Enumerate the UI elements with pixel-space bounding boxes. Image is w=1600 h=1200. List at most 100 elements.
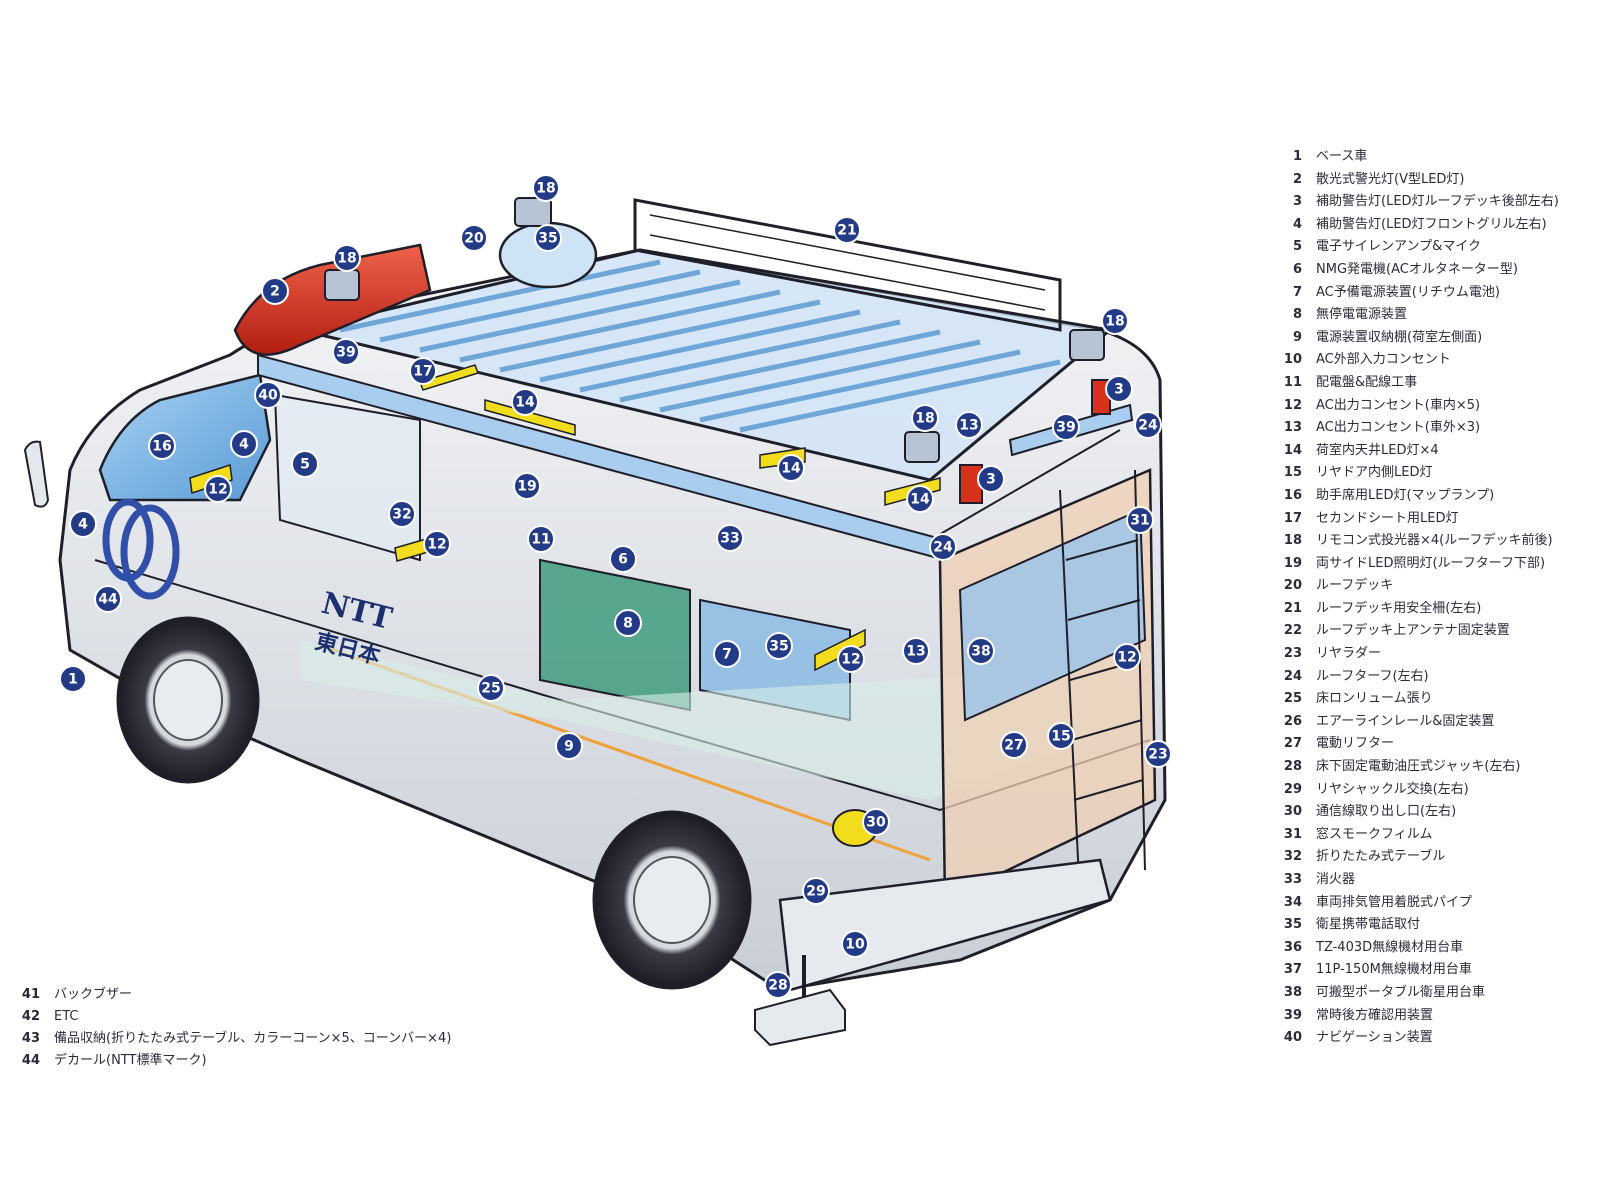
legend-item-label: 散光式警光灯(V型LED灯) [1316, 171, 1465, 187]
callout-number: 27 [1004, 738, 1023, 754]
callout-circle [1052, 413, 1080, 441]
callout-marker: 39 [332, 338, 360, 366]
front-wheel [116, 616, 260, 784]
legend-item-label: ルーフデッキ [1316, 578, 1394, 594]
callout-circle [862, 808, 890, 836]
callout-number: 13 [906, 644, 925, 660]
callout-circle [69, 510, 97, 538]
legend-item-label: 配電盤&配線工事 [1316, 374, 1418, 390]
callout-number: 39 [336, 345, 355, 361]
callout-circle [511, 388, 539, 416]
callout-marker: 3 [1105, 375, 1133, 403]
callout-marker: 18 [1101, 307, 1129, 335]
legend-item-number: 15 [1283, 465, 1302, 481]
legend-item-number: 34 [1283, 894, 1302, 910]
callout-number: 29 [806, 884, 825, 900]
callout-circle [614, 609, 642, 637]
callout-circle [388, 500, 416, 528]
legend-item-label: 消火器 [1316, 872, 1356, 887]
callout-number: 18 [915, 411, 934, 427]
callout-number: 2 [270, 284, 280, 300]
callout-marker: 38 [967, 637, 995, 665]
callout-circle [1144, 740, 1172, 768]
legend-item-number: 29 [1283, 781, 1302, 797]
legend-item-number: 14 [1283, 442, 1302, 458]
callout-marker: 24 [929, 533, 957, 561]
legend-item-label: ルーフデッキ上アンテナ固定装置 [1316, 623, 1510, 639]
callout-number: 4 [239, 437, 249, 453]
callout-circle [902, 637, 930, 665]
legend-item-number: 28 [1283, 759, 1302, 775]
callout-number: 20 [464, 231, 484, 247]
callout-number: 18 [337, 251, 356, 267]
callout-circle [1113, 643, 1141, 671]
callout-circle [777, 454, 805, 482]
callout-marker: 5 [291, 450, 319, 478]
legend-item-label: AC出力コンセント(車内×5) [1316, 397, 1481, 413]
legend-item-number: 19 [1283, 555, 1302, 571]
legend-item-number: 1 [1292, 149, 1302, 164]
callout-marker: 27 [1000, 731, 1028, 759]
legend-item-label: 可搬型ポータブル衛星用台車 [1316, 984, 1486, 1000]
callout-marker: 23 [1144, 740, 1172, 768]
callout-number: 31 [1130, 513, 1149, 529]
floor-jack [754, 955, 846, 1047]
callout-circle [765, 632, 793, 660]
legend-item-label: TZ-403D無線機材用台車 [1316, 939, 1464, 955]
legend-item-label: リヤシャックル交換(左右) [1316, 781, 1469, 797]
callout-number: 25 [481, 681, 500, 697]
callout-circle [333, 244, 361, 272]
legend-item-number: 9 [1292, 329, 1302, 345]
legend-item-number: 12 [1283, 397, 1302, 413]
callout-circle [1047, 722, 1075, 750]
callout-circle [764, 971, 792, 999]
legend-item-number: 16 [1283, 487, 1302, 503]
callout-circle [802, 877, 830, 905]
callout-number: 7 [722, 647, 732, 663]
callout-circle [534, 224, 562, 252]
legend-item-number: 21 [1283, 600, 1302, 616]
callout-circle [716, 524, 744, 552]
callout-number: 13 [959, 418, 978, 434]
legend-item-number: 43 [21, 1031, 40, 1046]
legend-item-label: デカール(NTT標準マーク) [54, 1053, 207, 1068]
legend-item-number: 11 [1283, 374, 1302, 390]
legend-item: 1 ベース車 [1262, 146, 1592, 169]
roof-safety-fence-inner [649, 214, 1046, 311]
callout-marker: 35 [765, 632, 793, 660]
callout-circle [1000, 731, 1028, 759]
callout-number: 16 [152, 439, 171, 455]
callout-marker: 9 [555, 732, 583, 760]
callout-circle [1105, 375, 1133, 403]
callout-circle [254, 381, 282, 409]
callout-marker: 40 [254, 381, 282, 409]
legend-item-label: 通信線取り出し口(左右) [1316, 804, 1457, 820]
callout-circle [1126, 506, 1154, 534]
legend-item-number: 39 [1283, 1007, 1302, 1023]
legend-item-label: 電動リフター [1316, 736, 1395, 752]
rear-wheel [592, 810, 752, 990]
callout-circle [261, 277, 289, 305]
callout-circle [841, 930, 869, 958]
callout-number: 12 [841, 652, 860, 668]
callout-number: 14 [910, 492, 930, 508]
callout-marker: 20 [460, 224, 488, 252]
legend-item-label: 11P-150M無線機材用台車 [1316, 962, 1472, 978]
legend-item-label: ベース車 [1316, 149, 1368, 164]
legend-item-number: 3 [1292, 194, 1302, 210]
callout-number: 33 [720, 531, 739, 547]
callout-number: 38 [971, 644, 990, 660]
